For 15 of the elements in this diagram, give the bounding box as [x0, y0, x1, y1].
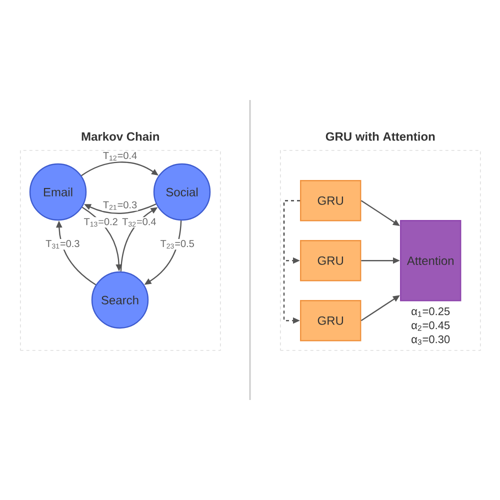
edge-label: T$_{31}$=0.3 — [44, 239, 81, 250]
weight-label: α$_{3}$=0.30 — [412, 335, 450, 345]
edge-label: T$_{12}$=0.4 — [102, 150, 138, 162]
weight-label: α$_{2}$=0.45 — [412, 321, 450, 331]
panel-title: Markov Chain — [82, 132, 159, 141]
edge-label: T$_{13}$=0.2 — [82, 217, 119, 228]
panel-title: GRU with Attention — [326, 132, 435, 141]
edge-label: T$_{21}$=0.3 — [102, 200, 138, 211]
edge-label: T$_{32}$=0.4 — [121, 217, 158, 228]
gru-box: GRU — [300, 240, 362, 282]
attention-box: Attention — [400, 220, 462, 302]
edge-label: T$_{23}$=0.5 — [159, 239, 196, 250]
gru-box: GRU — [300, 300, 362, 342]
gru-box: GRU — [300, 180, 362, 222]
weight-label: α$_{1}$=0.25 — [412, 307, 450, 317]
